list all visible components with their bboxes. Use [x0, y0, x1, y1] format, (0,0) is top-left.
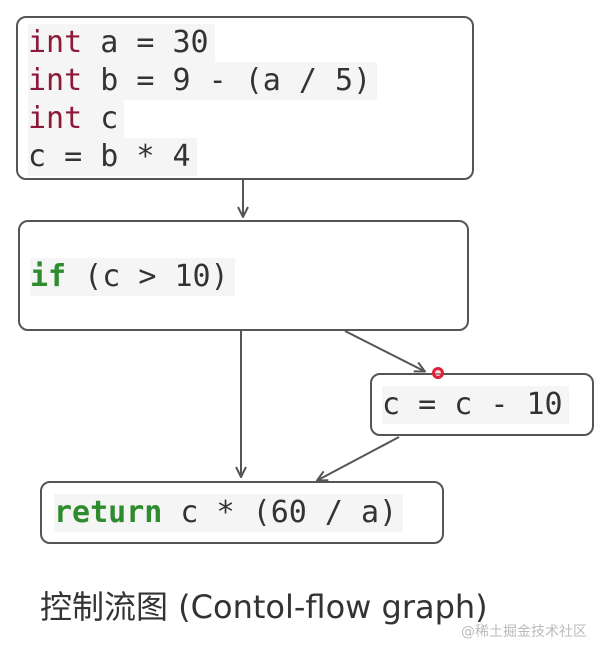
- code-text: b = 9 - (a / 5): [82, 63, 372, 98]
- cursor-pointer-icon: [432, 367, 444, 379]
- diagram-caption: 控制流图 (Contol-flow graph): [40, 588, 488, 626]
- code-line-if: if (c > 10): [30, 258, 235, 296]
- edge-subtract-to-return: [318, 436, 400, 480]
- code-text: c: [82, 101, 119, 136]
- code-line-c-assign: c = b * 4: [28, 138, 197, 176]
- return-node: return c * (60 / a): [40, 481, 444, 544]
- code-text: (c > 10): [66, 259, 229, 294]
- code-text: a = 30: [82, 25, 209, 60]
- condition-node: if (c > 10): [18, 220, 469, 331]
- code-line-int-a: int a = 30: [28, 24, 215, 62]
- type-keyword: int: [28, 101, 83, 136]
- code-line-return: return c * (60 / a): [54, 494, 404, 532]
- control-keyword: if: [30, 259, 67, 294]
- type-keyword: int: [28, 63, 83, 98]
- code-text: c = b * 4: [28, 139, 191, 174]
- edge-if-to-subtract: [344, 330, 424, 371]
- subtract-node: c = c - 10: [370, 373, 594, 436]
- code-line-subtract: c = c - 10: [382, 386, 569, 424]
- init-block-node: int a = 30 int b = 9 - (a / 5) int c c =…: [16, 16, 474, 180]
- code-line-int-b: int b = 9 - (a / 5): [28, 62, 378, 100]
- code-text: c * (60 / a): [162, 495, 398, 530]
- control-keyword: return: [54, 495, 163, 530]
- code-line-int-c: int c: [28, 100, 125, 138]
- watermark-text: @稀土掘金技术社区: [461, 624, 587, 640]
- type-keyword: int: [28, 25, 83, 60]
